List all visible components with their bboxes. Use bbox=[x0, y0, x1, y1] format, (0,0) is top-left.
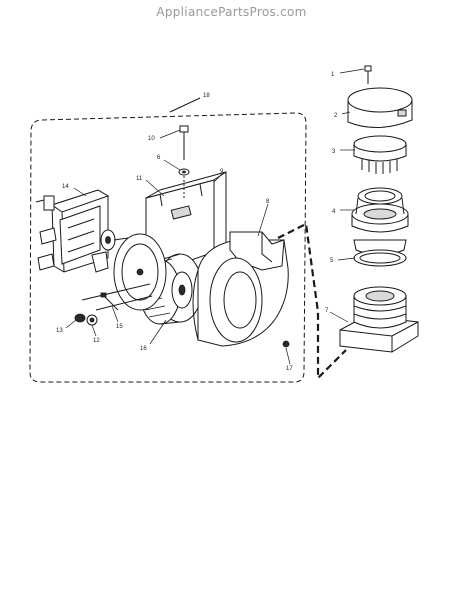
nut-12 bbox=[86, 314, 98, 326]
base-7 bbox=[339, 286, 419, 353]
screw-1 bbox=[364, 65, 372, 84]
callout-18: 18 bbox=[203, 93, 210, 99]
nut-13 bbox=[74, 313, 86, 323]
callout-10: 10 bbox=[148, 136, 155, 142]
callout-16: 16 bbox=[140, 346, 147, 352]
motor bbox=[35, 189, 129, 273]
callout-2: 2 bbox=[334, 113, 338, 119]
callout-15: 15 bbox=[116, 324, 123, 330]
assembly-boundary bbox=[29, 112, 307, 383]
callout-6: 6 bbox=[157, 155, 161, 161]
callout-4: 4 bbox=[332, 209, 336, 215]
ring-4 bbox=[351, 187, 409, 233]
housing-plate bbox=[145, 171, 227, 277]
callout-9: 9 bbox=[220, 169, 224, 175]
screw-10 bbox=[179, 125, 189, 160]
mounting-plate bbox=[81, 233, 167, 311]
callout-14: 14 bbox=[62, 184, 69, 190]
callout-13: 13 bbox=[56, 328, 63, 334]
callout-3: 3 bbox=[332, 149, 336, 155]
leader-18 bbox=[169, 97, 201, 113]
washer-6 bbox=[178, 168, 190, 176]
callout-11: 11 bbox=[136, 176, 143, 182]
watermark: AppliancePartsPros.com bbox=[156, 5, 307, 19]
callout-7: 7 bbox=[325, 308, 329, 314]
callout-1: 1 bbox=[331, 72, 335, 78]
blower-housing bbox=[192, 231, 289, 347]
screw-17 bbox=[282, 340, 290, 348]
leader-lines bbox=[65, 68, 365, 365]
ring-5 bbox=[353, 239, 407, 267]
dashed-connector bbox=[277, 222, 347, 381]
callout-8: 8 bbox=[266, 199, 270, 205]
callout-5: 5 bbox=[330, 258, 334, 264]
callout-17: 17 bbox=[286, 366, 293, 372]
cover-2 bbox=[347, 87, 413, 129]
part-3 bbox=[353, 135, 407, 174]
screw-15 bbox=[100, 292, 119, 311]
callout-12: 12 bbox=[93, 338, 100, 344]
